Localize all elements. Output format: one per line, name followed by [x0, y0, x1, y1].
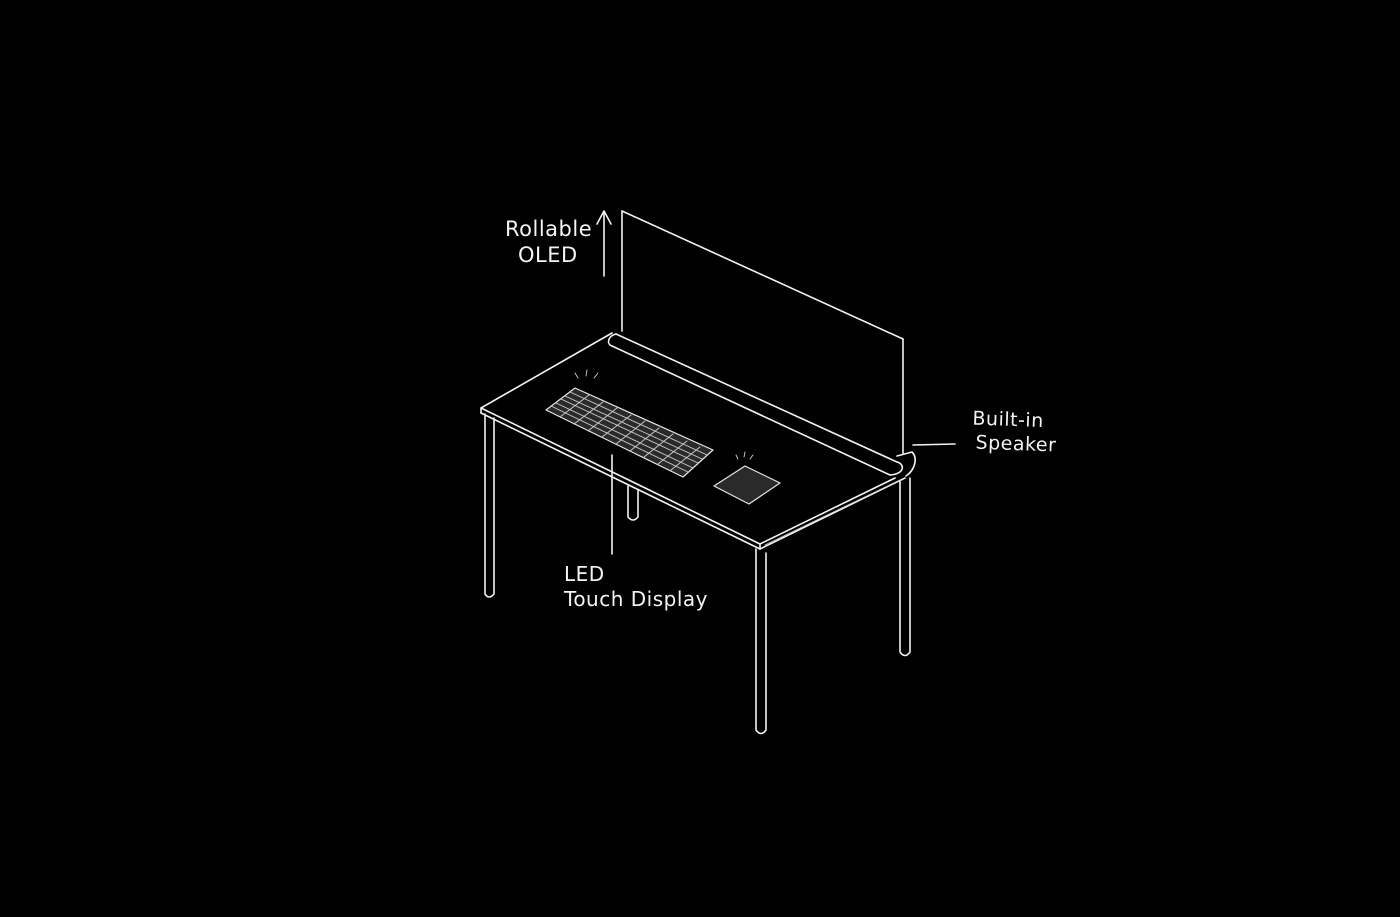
built-in-speaker-label-line1: Built-in	[972, 407, 1045, 433]
keyboard-touch-area	[545, 369, 714, 478]
up-arrow-icon	[596, 210, 612, 277]
rollable-oled-label: Rollable OLED	[505, 216, 592, 269]
rollable-oled-label-line2: OLED	[518, 243, 578, 268]
led-touch-display-label: LED Touch Display	[564, 562, 708, 612]
desk-top	[480, 332, 906, 550]
built-in-speaker-label-line2: Speaker	[975, 431, 1057, 457]
roller-bar	[607, 333, 916, 477]
trackpad-touch-area	[713, 451, 781, 505]
led-touch-display-label-line2: Touch Display	[564, 587, 708, 611]
speaker-leader-line	[912, 443, 956, 446]
led-touch-display-label-line1: LED	[564, 562, 605, 586]
desk-legs	[484, 413, 911, 735]
rollable-oled-label-line1: Rollable	[505, 217, 593, 241]
rollable-oled-screen	[621, 210, 904, 454]
built-in-speaker-label: Built-in Speaker	[971, 408, 1057, 458]
